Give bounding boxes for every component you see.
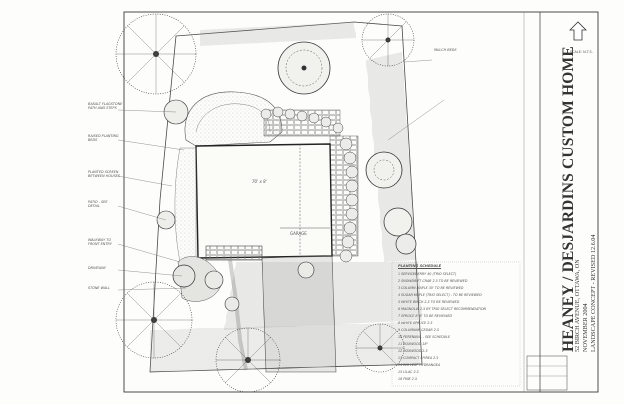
legend-heading: PLANTING SCHEDULE <box>398 264 442 268</box>
leader-lines <box>117 59 445 291</box>
legend-item: 13 COMPACT SPIREA 2.5 <box>398 356 439 360</box>
legend-item: 4 SUGAR MAPLE (TRIO SELECT) - TO BE REVI… <box>398 293 482 297</box>
project-address: 52 BIRCH AVENUE, OTTAWA, ON <box>574 259 581 352</box>
front-porch <box>205 245 263 261</box>
driveway <box>261 255 337 373</box>
scale-label: SCALE: N.T.S. <box>570 50 593 54</box>
drawing-frame <box>123 11 599 393</box>
house-dimension-label: 70' x 8' <box>252 179 267 184</box>
title-block <box>526 355 568 391</box>
legend-item: 3 COLUMN MAPLE 30' TO BE REVIEWED <box>398 286 464 290</box>
hedge-east <box>339 137 359 263</box>
legend-item: 7 SPRUCE 8' 6' TO BE REVIEWED <box>398 314 453 318</box>
legend-item: 16 PINE 2.5 <box>398 377 418 381</box>
legend-item: 14 BIG LEAF HYDRANGEA <box>398 363 441 367</box>
planting-bed-west <box>174 147 197 271</box>
note-driveway: DRIVEWAY <box>88 266 107 270</box>
legend-item: 11 BOXWOOD 18" <box>398 342 429 346</box>
legend-item: 2 SNOWDRIFT CRAB 2.5 TO BE REVIEWED <box>398 279 468 283</box>
legend-frame <box>391 261 521 387</box>
legend-item: 10 PERENNIAL - SEE SCHEDULE <box>398 335 451 339</box>
project-date: NOVEMBER 2004 <box>582 303 589 352</box>
project-revision: LANDSCAPE CONCEPT - REVISED 12.6.04 <box>590 234 597 352</box>
note-flagstone: BASALT FLAGSTONE PATH AND STEPS <box>88 102 123 111</box>
legend-item: 5 WHITE BIRCH 2.5 TO BE REVIEWED <box>398 300 460 304</box>
house-footprint <box>195 143 333 259</box>
hedge-north <box>260 106 344 134</box>
legend-item: 8 WHITE SPRUCE 2.5 <box>398 321 433 325</box>
north-arrow-icon <box>569 21 587 41</box>
rear-lawn-hatch <box>200 22 356 46</box>
garage-label: GARAGE <box>290 231 307 236</box>
tree-spokes <box>116 14 414 384</box>
legend-item: 9 COLUMNAR CEDAR 2.5 <box>398 328 439 332</box>
legend-item: 1 SERVICEBERRY 40 (TRIO SELECT) <box>398 272 457 276</box>
legend-item: 6 MAGNOLIA 2.5 BY TRIO SELECT RECOMMENDA… <box>398 307 487 311</box>
legend-item: 12 BOXWOOD 2.5 <box>398 349 428 353</box>
note-mulch: MULCH BEDS <box>434 48 457 52</box>
legend-item: 15 LILAC 2.5 <box>398 370 419 374</box>
note-patio: PATIO - SEE DETAIL <box>88 200 108 209</box>
note-raised-beds: RAISED PLANTING BEDS <box>88 134 119 143</box>
note-walkway: WALKWAY TO FRONT ENTRY <box>88 238 112 247</box>
note-screen: PLANTED SCREEN BETWEEN HOUSES <box>88 170 120 179</box>
note-stone-wall: STONE WALL <box>88 286 110 290</box>
